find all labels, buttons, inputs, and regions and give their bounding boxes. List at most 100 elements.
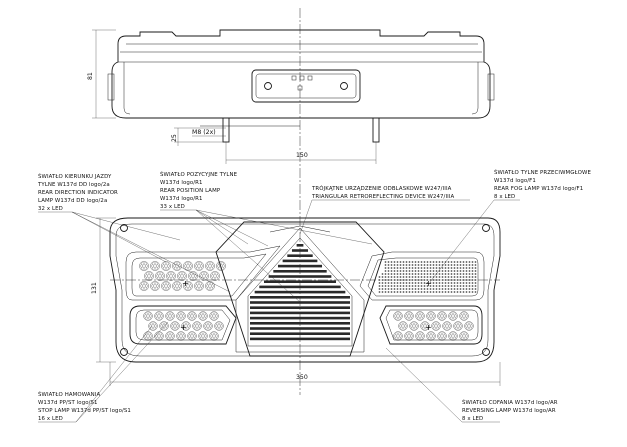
left-side-clip	[107, 73, 115, 101]
led-petal	[157, 276, 161, 280]
led	[210, 271, 220, 281]
connector-screw-left	[264, 82, 272, 90]
led	[420, 321, 430, 331]
led-petal	[152, 266, 156, 270]
fog-dot	[387, 279, 390, 281]
top-view-left-wall	[123, 62, 131, 115]
fog-dot	[417, 270, 420, 272]
led-petal	[405, 334, 408, 338]
fog-dot	[423, 291, 426, 293]
led-petal	[152, 262, 156, 266]
fog-dot	[387, 288, 390, 290]
led-petal	[169, 312, 173, 316]
led-petal	[216, 274, 219, 278]
fog-dot	[456, 261, 459, 263]
led-petal	[419, 312, 423, 316]
led-petal	[428, 336, 432, 340]
led-petal	[466, 326, 470, 330]
fog-dot	[447, 261, 450, 263]
led-petal	[457, 326, 461, 330]
fog-dot	[408, 267, 411, 269]
indicator-leader	[71, 211, 181, 241]
left-lamp-chamber	[125, 245, 281, 301]
fog-dot	[450, 261, 453, 263]
led	[464, 321, 474, 331]
led-petal	[143, 262, 147, 266]
fog-dot	[402, 288, 405, 290]
led-petal	[454, 334, 457, 338]
reflector-stripe	[250, 306, 350, 309]
fog-dot	[399, 282, 402, 284]
front-view: + + + + 131 350	[91, 217, 501, 386]
fog-dot	[465, 276, 468, 278]
fog-dot	[459, 270, 462, 272]
reflector-stripe	[254, 290, 346, 294]
fog-dot	[456, 267, 459, 269]
fog-dot	[396, 291, 399, 293]
led	[431, 321, 441, 331]
fog-dot	[474, 273, 477, 275]
led-petal	[192, 272, 196, 276]
led-petal	[421, 324, 424, 328]
fog-dot	[465, 288, 468, 290]
led-petal	[183, 274, 186, 278]
fog-dot	[456, 273, 459, 275]
fog-dot	[384, 279, 387, 281]
led-petal	[195, 264, 198, 268]
fog-dot	[432, 264, 435, 266]
fog-dot	[471, 279, 474, 281]
fog-dot	[426, 279, 429, 281]
fog-dot	[465, 285, 468, 287]
reflector-stripe	[296, 244, 304, 247]
led-petal	[460, 314, 463, 318]
fog-dot	[468, 279, 471, 281]
fog-dot	[381, 288, 384, 290]
fog-dot	[417, 276, 420, 278]
led-petal	[177, 314, 180, 318]
triangle-reflector-inner	[247, 237, 353, 347]
led-petal	[424, 322, 428, 326]
led-petal	[428, 312, 432, 316]
led-petal	[182, 314, 185, 318]
led-petal	[220, 262, 224, 266]
left-led-array	[139, 261, 226, 291]
fog-dot	[393, 276, 396, 278]
led-petal	[168, 272, 172, 276]
fog-dot	[399, 270, 402, 272]
fog-dot	[408, 291, 411, 293]
corner-screw-bottom-left	[120, 348, 128, 356]
callout-indicator: ŚWIATŁO KIERUNKU JAZDY TYLNE W137d DD lo…	[37, 173, 231, 293]
fog-dot	[399, 264, 402, 266]
led-petal	[417, 332, 421, 336]
fog-dot	[420, 270, 423, 272]
led-petal	[150, 322, 154, 326]
fog-dot	[468, 273, 471, 275]
fog-dot	[468, 288, 471, 290]
led-petal	[455, 322, 459, 326]
fog-dot	[459, 285, 462, 287]
led-petal	[167, 332, 171, 336]
fog-dot	[432, 273, 435, 275]
fog-dot	[417, 285, 420, 287]
led-petal	[446, 326, 450, 330]
right-lamp-chamber	[359, 251, 485, 301]
led-petal	[452, 336, 456, 340]
fog-dot	[456, 282, 459, 284]
fog-dot	[438, 264, 441, 266]
fog-dot	[444, 273, 447, 275]
position-leader	[195, 209, 301, 303]
fog-dot	[411, 273, 414, 275]
fog-dot	[471, 267, 474, 269]
led-petal	[217, 264, 220, 268]
led-petal	[148, 276, 152, 280]
fog-dot	[396, 288, 399, 290]
fog-dot	[381, 285, 384, 287]
led	[426, 311, 436, 321]
led-petal	[439, 336, 443, 340]
led-petal	[417, 312, 421, 316]
led-petal	[167, 264, 170, 268]
led-petal	[404, 324, 407, 328]
led	[143, 331, 153, 341]
led-petal	[157, 272, 161, 276]
led-petal	[216, 326, 220, 330]
